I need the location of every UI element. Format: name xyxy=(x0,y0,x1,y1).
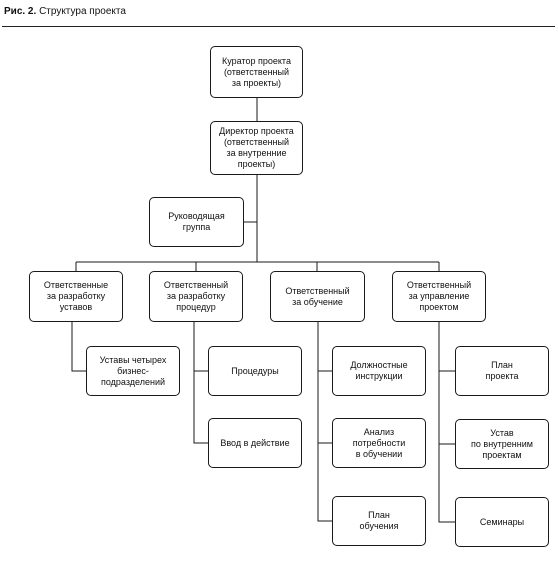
unit-charters-box: Уставы четырех бизнес- подразделений xyxy=(86,346,180,396)
seminars-box: Семинары xyxy=(455,497,549,547)
director-box: Директор проекта (ответственный за внутр… xyxy=(210,121,303,175)
curator-box: Куратор проекта (ответственный за проект… xyxy=(210,46,303,98)
project-plan-box: План проекта xyxy=(455,346,549,396)
figure-number: Рис. 2. xyxy=(4,6,37,17)
figure-caption: Рис. 2. Структура проекта xyxy=(4,6,126,18)
needs-analysis-box: Анализ потребности в обучении xyxy=(332,418,426,468)
caption-divider xyxy=(2,26,555,27)
internal-charter-box: Устав по внутренним проектам xyxy=(455,419,549,469)
steering-group-box: Руководящая группа xyxy=(149,197,244,247)
training-responsible-box: Ответственный за обучение xyxy=(270,271,365,322)
procedures-box: Процедуры xyxy=(208,346,302,396)
training-plan-box: План обучения xyxy=(332,496,426,546)
procedures-responsible-box: Ответственный за разработку процедур xyxy=(149,271,243,322)
charters-responsible-box: Ответственные за разработку уставов xyxy=(29,271,123,322)
management-responsible-box: Ответственный за управление проектом xyxy=(392,271,486,322)
implementation-box: Ввод в действие xyxy=(208,418,302,468)
job-instructions-box: Должностные инструкции xyxy=(332,346,426,396)
figure-title: Структура проекта xyxy=(39,6,126,17)
